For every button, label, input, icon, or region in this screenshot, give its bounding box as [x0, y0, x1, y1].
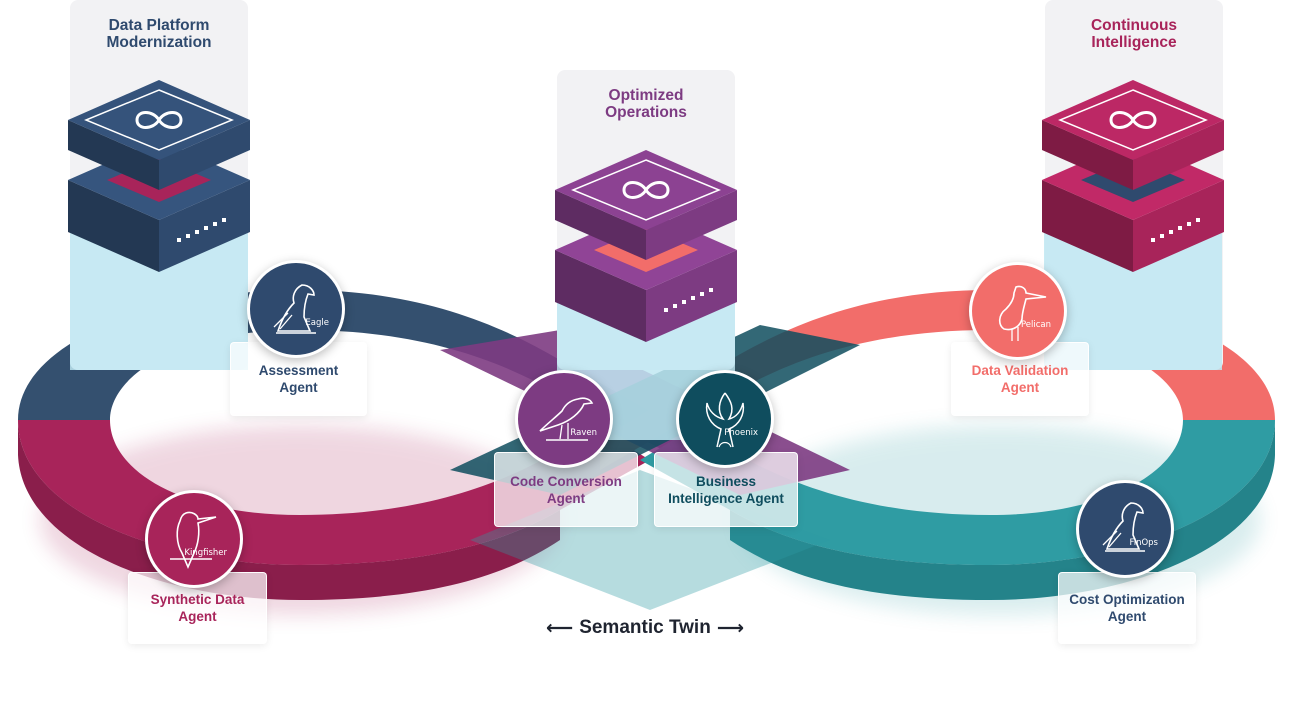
- finops-badge: FinOps: [1076, 480, 1174, 578]
- kingfisher-icon: [170, 511, 217, 570]
- cost-optimization-agent-label: Cost Optimization Agent: [1058, 572, 1196, 644]
- vent-dot: [691, 296, 695, 300]
- server-upper-right-face: [159, 120, 250, 190]
- badge-name: FinOps: [1129, 538, 1158, 548]
- semantic-twin-caption: ⟵ Semantic Twin ⟶: [520, 615, 770, 641]
- left-arrow-icon: ⟵: [545, 617, 574, 639]
- vent-dot: [1196, 218, 1200, 222]
- infinity-icon: [622, 181, 670, 199]
- finops-eagle-icon: [1102, 502, 1145, 552]
- badge-name: Eagle: [305, 318, 329, 328]
- semantic-twin-label: Semantic Twin: [579, 617, 711, 638]
- raven-badge: Raven: [515, 370, 613, 468]
- pelican-icon: [998, 285, 1047, 341]
- server-top-inset: [1058, 89, 1208, 151]
- vent-dot: [664, 308, 668, 312]
- vent-dot: [682, 300, 686, 304]
- phoenix-badge: Phoenix: [676, 370, 774, 468]
- data-validation-agent-label: Data Validation Agent: [951, 342, 1089, 416]
- badge-name: Pelican: [1020, 320, 1051, 330]
- server-upper-left-face: [1042, 120, 1133, 190]
- server-lower-left-face: [68, 180, 159, 272]
- vent-dot: [177, 238, 181, 242]
- badge-name: Raven: [570, 428, 597, 438]
- vent-dot: [186, 234, 190, 238]
- raven-icon: [539, 397, 594, 441]
- server-upper-right-face: [1133, 120, 1224, 190]
- infinity-icon: [135, 111, 183, 129]
- vent-dot: [204, 226, 208, 230]
- panel-title: Data Platform Modernization: [106, 17, 212, 51]
- right-arrow-icon: ⟶: [716, 617, 745, 639]
- eagle-icon: [273, 284, 316, 334]
- vent-dot: [222, 218, 226, 222]
- server-upper-left-face: [555, 190, 646, 260]
- server-upper-right-face: [646, 190, 737, 260]
- pelican-badge: Pelican: [969, 262, 1067, 360]
- badge-name: Kingfisher: [184, 548, 227, 558]
- vent-dot: [673, 304, 677, 308]
- server-top-inset: [84, 89, 234, 151]
- phoenix-icon: [705, 392, 745, 448]
- vent-dot: [1169, 230, 1173, 234]
- server-lower-left-face: [555, 250, 646, 342]
- badge-name: Phoenix: [724, 428, 758, 438]
- server-lower-left-face: [1042, 180, 1133, 272]
- vent-dot: [195, 230, 199, 234]
- panel-title: Optimized Operations: [605, 87, 687, 121]
- kingfisher-badge: Kingfisher: [145, 490, 243, 588]
- server-top-inset: [571, 159, 721, 221]
- vent-dot: [1187, 222, 1191, 226]
- infinity-icon: [1109, 111, 1157, 129]
- vent-dot: [709, 288, 713, 292]
- panel-title: Continuous Intelligence: [1090, 17, 1178, 51]
- vent-dot: [1178, 226, 1182, 230]
- eagle-badge: Eagle: [247, 260, 345, 358]
- vent-dot: [1160, 234, 1164, 238]
- vent-dot: [1151, 238, 1155, 242]
- server-upper-left-face: [68, 120, 159, 190]
- vent-dot: [700, 292, 704, 296]
- vent-dot: [213, 222, 217, 226]
